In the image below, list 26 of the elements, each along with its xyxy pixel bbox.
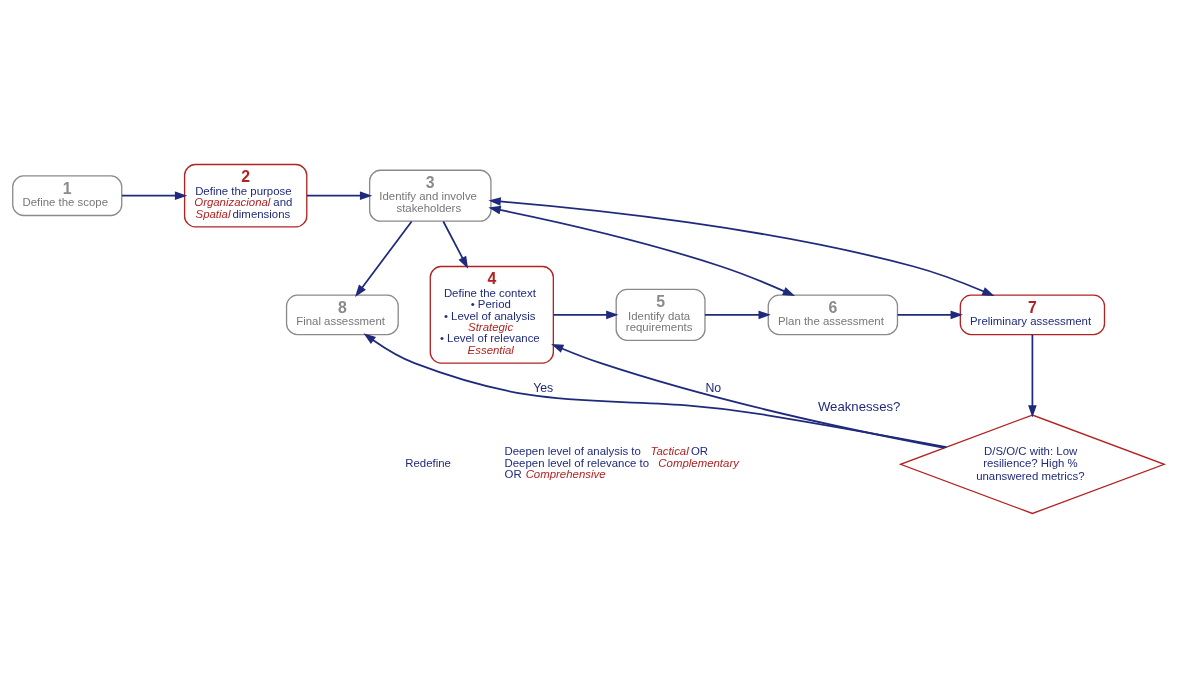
node-box: 1 Define the scope — [12, 175, 123, 217]
node-box: 6 Plan the assessment — [767, 294, 899, 336]
arrow — [488, 205, 796, 297]
node-box: 2 Define the purpose Organizacional and Spatial dimensions — [183, 163, 308, 228]
node-label: Weaknesses? — [817, 398, 901, 414]
arrow — [355, 220, 413, 298]
edge-label: No — [705, 381, 722, 396]
arrow — [363, 333, 948, 448]
arrow — [551, 343, 946, 449]
node-box: 8 Final assessment — [285, 294, 399, 336]
arrow — [552, 310, 619, 320]
node-box: 7 Preliminary assessment — [959, 294, 1106, 336]
node-box: 4 Define the context • Period • Level of analysis Strategic • Level of relevance Essential — [429, 265, 554, 364]
node-box: 5 Identify data requirements — [615, 288, 706, 341]
arrow — [121, 191, 188, 201]
arrow — [896, 310, 963, 320]
arrow — [488, 197, 995, 297]
label: Deepen level of analysis to Tactical OR Deepen level of relevance to Complementary OR Comprehensive — [504, 445, 739, 481]
arrow — [442, 220, 469, 269]
node-diamond: D/S/O/C with: Low resilience? High % unanswered metrics? — [898, 414, 1167, 515]
label: Redefine — [405, 457, 451, 470]
arrow — [306, 191, 373, 201]
arrow — [1028, 333, 1037, 418]
node-box: 3 Identify and involve stakeholders — [368, 169, 492, 222]
edge-label: Yes — [533, 381, 554, 396]
arrow — [704, 310, 771, 320]
